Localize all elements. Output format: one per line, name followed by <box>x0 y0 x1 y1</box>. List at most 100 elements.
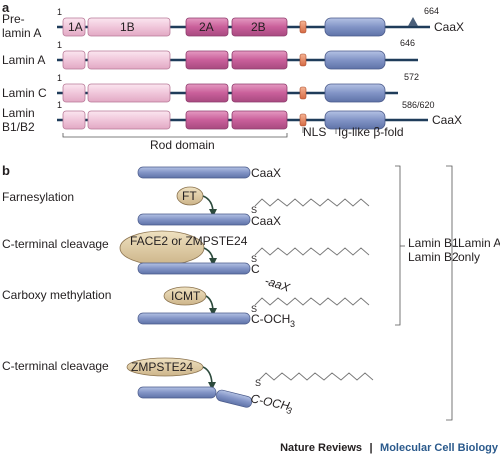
enzyme-label: ZMPSTE24 <box>131 360 193 374</box>
segment-1b <box>87 50 171 70</box>
panel-a-label: a <box>2 0 10 15</box>
sulfur-label: S <box>251 205 257 215</box>
nls-box <box>299 113 307 127</box>
segment-2b-label: 2B <box>251 20 266 34</box>
segment-2a <box>185 110 229 130</box>
start-residue: 1 <box>57 73 62 83</box>
nls-box <box>299 20 307 34</box>
ig-fold-label: Ig-like β-fold <box>338 125 404 139</box>
row-lamin-a: Lamin A 1 <box>2 40 418 70</box>
segment-2b <box>231 110 288 130</box>
process-arrow <box>205 295 217 316</box>
nls-box <box>299 86 307 100</box>
lamin-molecule <box>137 312 251 325</box>
end-residue: 572 <box>404 72 419 82</box>
process-arrow <box>202 366 216 390</box>
segment-2a <box>185 17 229 37</box>
lamin-b-label: Lamin B2 <box>408 250 459 264</box>
molecule-tail-label: C <box>251 262 260 276</box>
farnesyl-chain <box>258 372 374 381</box>
lamin-a-label: only <box>458 250 480 264</box>
end-residue: 664 <box>424 6 439 16</box>
lamin-molecule <box>137 262 251 275</box>
farnesyl-chain <box>254 198 370 207</box>
enzyme-label: FACE2 or ZMPSTE24 <box>130 234 248 248</box>
nls-label: NLS <box>303 125 326 139</box>
segment-1b <box>87 17 171 37</box>
row-name-line: Lamin C <box>2 86 47 100</box>
journal-subtitle: Molecular Cell Biology <box>380 442 499 454</box>
row-name-line: Pre- <box>2 12 25 26</box>
end-residue: 586/620 <box>402 100 435 110</box>
ig-fold-domain <box>324 83 386 103</box>
segment-1a-label: 1A <box>68 20 83 34</box>
nls-box <box>299 53 307 67</box>
row-lamin-c: Lamin C 1 572 <box>2 72 419 103</box>
sulfur-label: S <box>251 254 257 264</box>
process-arrow <box>202 195 217 217</box>
ig-fold-domain <box>324 110 386 130</box>
lamin-b-label: Lamin B1 <box>408 236 459 250</box>
cleavage-residue: 646 <box>400 38 415 48</box>
journal-credit: Nature Reviews | Molecular Cell Biology <box>280 438 499 455</box>
start-residue: 1 <box>57 7 62 17</box>
lamin-molecule <box>137 166 251 179</box>
molecule-tail-label: C-OCH <box>251 312 290 326</box>
ig-fold-domain <box>324 17 386 37</box>
segment-2b <box>231 50 288 70</box>
segment-1a <box>62 17 86 37</box>
start-residue: 1 <box>57 100 62 110</box>
panel-b-label: b <box>2 163 10 178</box>
step-label: C-terminal cleavage <box>2 359 109 373</box>
subscript-3: 3 <box>286 405 293 416</box>
lamin-molecule <box>137 386 217 399</box>
step-label: Farnesylation <box>2 190 74 204</box>
sulfur-label: S <box>255 378 261 388</box>
step-label: Carboxy methylation <box>2 288 111 302</box>
rod-domain-label: Rod domain <box>150 138 215 152</box>
segment-1b-label: 1B <box>120 20 135 34</box>
cleavage-site-marker <box>408 17 418 26</box>
ig-fold-domain <box>324 50 386 70</box>
segment-1b <box>87 110 171 130</box>
segment-1a <box>62 83 86 103</box>
row-name-line: Lamin A <box>2 53 45 67</box>
lamin-b-bracket <box>395 165 401 326</box>
lamin-molecule <box>137 213 251 226</box>
row-name-line: lamin A <box>2 26 41 40</box>
molecule-tail-label: CaaX <box>251 214 281 228</box>
rod-domain-bracket <box>62 133 288 138</box>
molecule-tail-label: CaaX <box>251 166 281 180</box>
sulfur-label: S <box>251 304 257 314</box>
segment-2a <box>185 50 229 70</box>
cleaved-fragment <box>216 389 253 408</box>
process-arrow <box>203 247 217 266</box>
start-residue: 1 <box>57 40 62 50</box>
segment-2a-label: 2A <box>199 20 214 34</box>
row-name-line: Lamin <box>2 106 35 120</box>
farnesyl-chain <box>254 247 370 256</box>
segment-1a <box>62 110 86 130</box>
farnesyl-chain <box>254 297 370 306</box>
segment-1b <box>87 83 171 103</box>
cleaved-tail-label: C-OCH <box>249 391 291 413</box>
journal-name: Nature Reviews <box>280 442 362 454</box>
enzyme-label: ICMT <box>171 289 201 303</box>
segment-1a <box>62 50 86 70</box>
step-label: C-terminal cleavage <box>2 237 109 251</box>
segment-2a <box>185 83 229 103</box>
row-prelamin-a: Pre- lamin A 1 1A 1B 2A 2B 664 CaaX 646 <box>2 6 464 48</box>
segment-2b <box>231 17 288 37</box>
row-name-line: B1/B2 <box>2 120 35 134</box>
caax-tail: CaaX <box>434 20 464 34</box>
row-lamin-b1-b2: Lamin B1/B2 1 586/620 CaaX <box>2 100 462 134</box>
segment-2b <box>231 83 288 103</box>
lamin-a-bracket <box>446 165 453 421</box>
lamin-a-label: Lamin A <box>458 236 500 250</box>
caax-tail: CaaX <box>432 113 462 127</box>
enzyme-label: FT <box>182 189 197 203</box>
cleaved-aax-label: -aaX <box>263 274 292 295</box>
subscript-3: 3 <box>290 319 295 329</box>
footer-separator: | <box>370 442 373 454</box>
